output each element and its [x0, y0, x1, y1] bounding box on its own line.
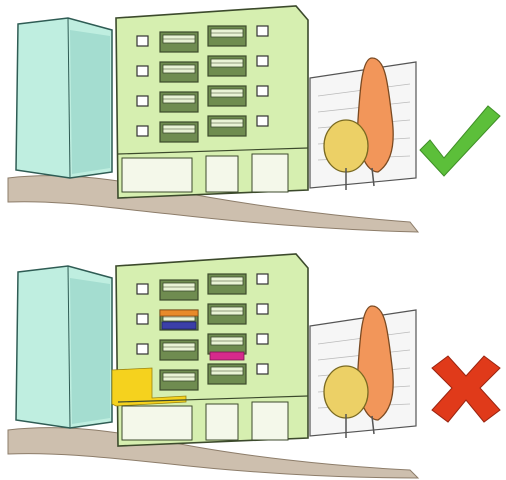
orange-balcony-awning: [160, 310, 198, 316]
teal-tower-bottom: [16, 266, 112, 428]
magenta-balcony-panel: [210, 352, 244, 360]
panel-correct: [8, 6, 500, 232]
blue-balcony-panel: [162, 322, 196, 329]
checkmark-icon: [420, 106, 500, 176]
panel-incorrect: [8, 254, 500, 478]
apartment-building-top: [116, 6, 308, 198]
apartment-building-bottom: [112, 254, 308, 446]
teal-tower-top: [16, 18, 112, 178]
cross-icon: [432, 356, 500, 422]
